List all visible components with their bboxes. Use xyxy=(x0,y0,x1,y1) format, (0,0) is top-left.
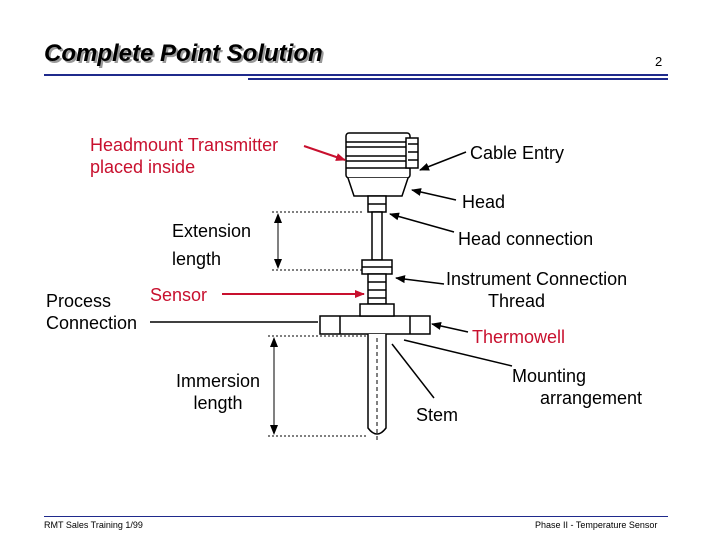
footer-right-text: Phase II - Temperature Sensor xyxy=(535,520,658,530)
label-instrument-connection-line2: Thread xyxy=(488,291,546,311)
footer-rule xyxy=(44,516,668,517)
thread-and-sensor xyxy=(367,273,387,305)
head-housing xyxy=(345,132,419,197)
head-connection-arrow xyxy=(389,212,455,233)
label-head: Head xyxy=(462,192,506,212)
label-process-connection-line2: Connection xyxy=(46,313,138,333)
page-number: 2 xyxy=(655,54,663,69)
label-instrument-connection-line1: Instrument Connection xyxy=(446,269,628,289)
label-immersion-length-line1: Immersion xyxy=(175,371,260,391)
cable-entry-arrow xyxy=(419,151,467,171)
label-extension-length-line1: Extension xyxy=(172,221,252,241)
label-headmount-transmitter: Headmount Transmitter placed inside xyxy=(90,134,278,178)
label-headmount-transmitter-line1: Headmount Transmitter xyxy=(90,135,279,155)
label-extension-length-line2: length xyxy=(172,249,222,269)
extension-neck xyxy=(361,195,393,275)
label-immersion-length: Immersion length xyxy=(172,370,264,414)
immersion-length-dimension xyxy=(268,335,366,437)
label-process-connection: Process Connection xyxy=(46,290,137,334)
thermowell xyxy=(367,334,387,440)
label-headmount-transmitter-line2: placed inside xyxy=(90,157,196,177)
label-mounting-arrangement-line1: Mounting xyxy=(512,366,587,386)
label-extension-length: Extension length xyxy=(172,220,251,270)
header-rule-top xyxy=(44,74,668,76)
instrument-connection-arrow xyxy=(395,275,445,285)
footer-left-text: RMT Sales Training 1/99 xyxy=(44,520,143,530)
label-head-connection: Head connection xyxy=(458,229,594,249)
label-thermowell: Thermowell xyxy=(472,327,566,347)
mounting-arrangement-leader xyxy=(403,339,513,367)
header-rule-bottom xyxy=(248,78,668,80)
page-title: Complete Point Solution xyxy=(44,40,323,67)
label-mounting-arrangement: Mounting arrangement xyxy=(512,365,642,409)
headmount-transmitter-arrow xyxy=(303,145,346,161)
label-stem: Stem xyxy=(416,405,459,425)
label-process-connection-line1: Process xyxy=(46,291,112,311)
stem-leader xyxy=(391,343,435,399)
head-arrow xyxy=(411,188,457,201)
label-immersion-length-line2: length xyxy=(193,393,243,413)
thermowell-arrow xyxy=(431,322,469,333)
label-sensor: Sensor xyxy=(150,285,208,305)
label-instrument-connection: Instrument Connection Thread xyxy=(446,268,627,312)
label-mounting-arrangement-line2: arrangement xyxy=(540,388,643,408)
label-cable-entry: Cable Entry xyxy=(470,143,565,163)
extension-length-dimension xyxy=(272,211,362,271)
